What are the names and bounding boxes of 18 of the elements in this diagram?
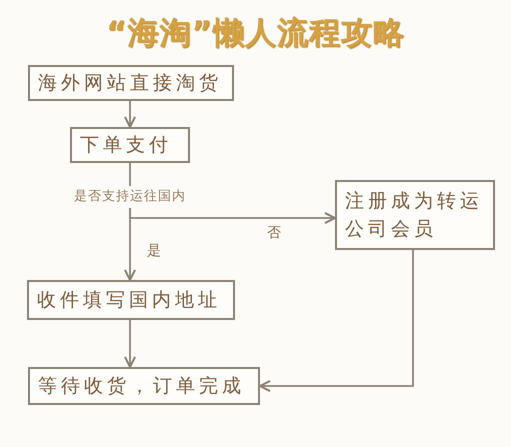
box-label: 收件填写国内地址 — [37, 288, 221, 313]
box-label: 等待收货，订单完成 — [38, 374, 245, 399]
arrow — [124, 101, 136, 128]
edge-label: 是 — [146, 242, 162, 260]
decision-text: 是否支持运往国内 — [74, 188, 186, 206]
process-box — [27, 280, 235, 320]
box-label: 海外网站直接淘货 — [38, 70, 222, 96]
arrow — [124, 208, 136, 281]
box-label: 下单支付 — [80, 132, 172, 158]
arrow — [124, 320, 136, 368]
title: “海淘”懒人流程攻略 — [105, 14, 406, 53]
edge-label: 否 — [266, 224, 282, 242]
box-label: 注册成为转运公司会员 — [345, 188, 484, 242]
process-box — [335, 180, 495, 250]
process-box — [70, 127, 190, 163]
process-box — [28, 65, 234, 101]
arrow — [259, 250, 414, 392]
process-box — [28, 367, 260, 405]
